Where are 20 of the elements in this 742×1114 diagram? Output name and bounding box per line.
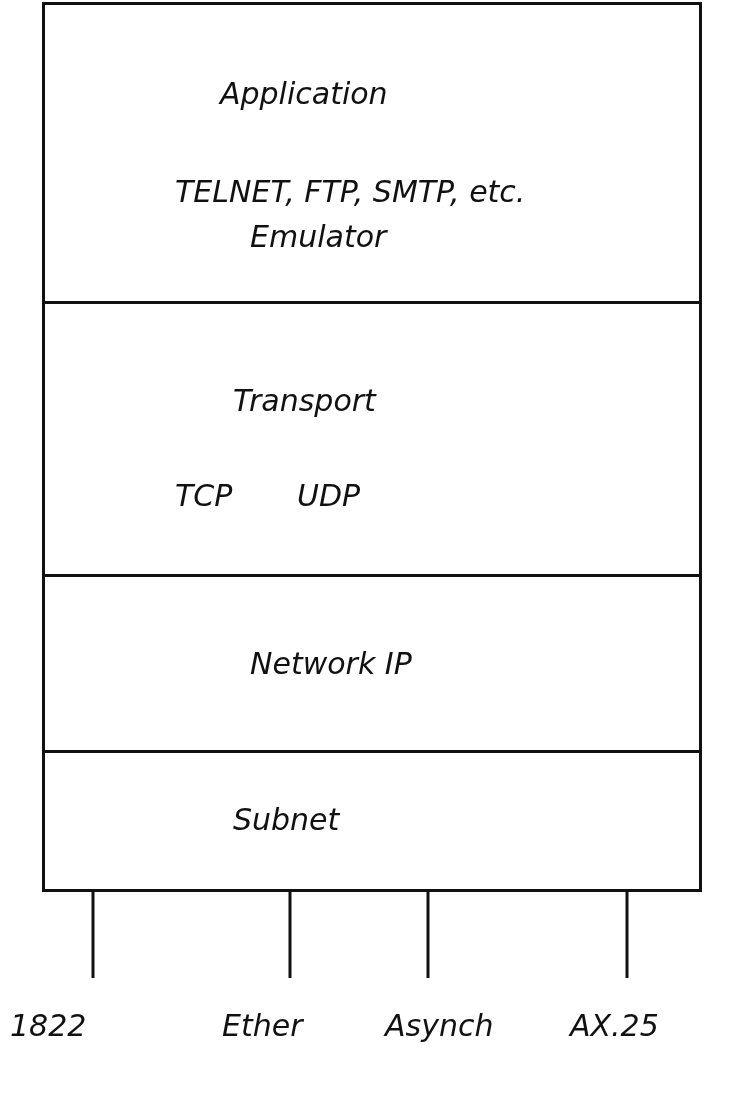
layer-title: Transport — [233, 384, 376, 417]
layer-box — [42, 301, 702, 577]
layer-box — [42, 574, 702, 753]
protocol-label: TELNET, FTP, SMTP, etc. — [175, 175, 526, 208]
interface-label: Asynch — [385, 1008, 515, 1048]
connector-line — [91, 892, 95, 978]
layer-title: Network IP — [250, 647, 412, 680]
interface-label: AX.25 — [570, 1008, 690, 1048]
connector-line — [625, 892, 629, 978]
protocol-label: UDP — [297, 479, 361, 512]
protocol-label: TCP — [175, 479, 233, 512]
interface-label: 1822 — [10, 1008, 120, 1048]
layer-box — [42, 2, 702, 304]
layer-box — [42, 750, 702, 892]
connector-line — [288, 892, 292, 978]
layer-title: Application — [220, 77, 388, 110]
protocol-label: Emulator — [250, 220, 387, 253]
layer-title: Subnet — [233, 803, 340, 836]
connector-line — [426, 892, 430, 978]
interface-label: Ether — [222, 1008, 342, 1048]
